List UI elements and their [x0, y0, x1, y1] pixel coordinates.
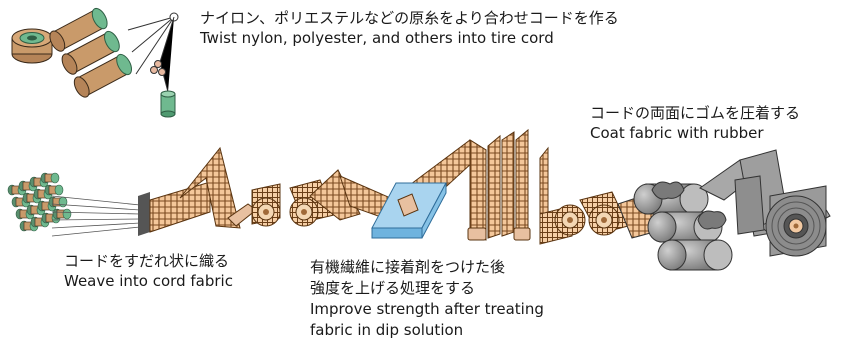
fabric-roll-icon — [539, 204, 586, 245]
cord-roll-icon — [44, 184, 64, 196]
step-weave-jp: コードをすだれ状に織る — [64, 252, 230, 270]
step-dip-caption: 有機繊維に接着剤をつけた後 強度を上げる処理をする Improve streng… — [310, 257, 544, 341]
loom-reed — [138, 192, 150, 236]
step-dip-en-line2: fabric in dip solution — [310, 321, 464, 339]
calender-roller-icon — [657, 239, 733, 271]
step-twist-en: Twist nylon, polyester, and others into … — [200, 29, 554, 47]
coated-fabric-roll-icon — [765, 185, 827, 257]
woven-fabric-strip — [149, 146, 257, 233]
cord-spool-icon — [160, 90, 176, 118]
spool-icon — [11, 28, 53, 64]
step-twist-caption: ナイロン、ポリエステルなどの原糸をより合わせコードを作る Twist nylon… — [200, 8, 619, 48]
cord-roll-icon — [40, 172, 60, 184]
warp-threads — [51, 195, 141, 237]
step-twist-jp: ナイロン、ポリエステルなどの原糸をより合わせコードを作る — [200, 9, 619, 27]
creel-spools-icon — [49, 7, 133, 98]
creel-rack — [7, 172, 72, 232]
step-dip-jp-line1: 有機繊維に接着剤をつけた後 — [310, 258, 506, 276]
calender-rollers — [617, 181, 733, 271]
step-dip-jp-line2: 強度を上げる処理をする — [310, 279, 476, 297]
dip-roller-icon — [397, 193, 419, 217]
step-coat-en: Coat fabric with rubber — [590, 124, 764, 142]
step-coat-jp: コードの両面にゴムを圧着する — [590, 104, 801, 122]
step-weave-caption: コードをすだれ状に織る Weave into cord fabric — [64, 251, 233, 291]
twisting-spools — [11, 7, 179, 118]
fabric-roll-icon — [251, 183, 281, 227]
cord-roll-icon — [52, 208, 72, 220]
guide-rollers — [467, 227, 531, 241]
festoon-fabric — [469, 128, 549, 243]
step-dip-en-line1: Improve strength after treating — [310, 300, 544, 318]
cord-roll-icon — [48, 196, 68, 208]
step-weave-en: Weave into cord fabric — [64, 272, 233, 290]
step-coat-caption: コードの両面にゴムを圧着する Coat fabric with rubber — [590, 103, 800, 143]
fabric-roll-icon — [579, 191, 629, 236]
